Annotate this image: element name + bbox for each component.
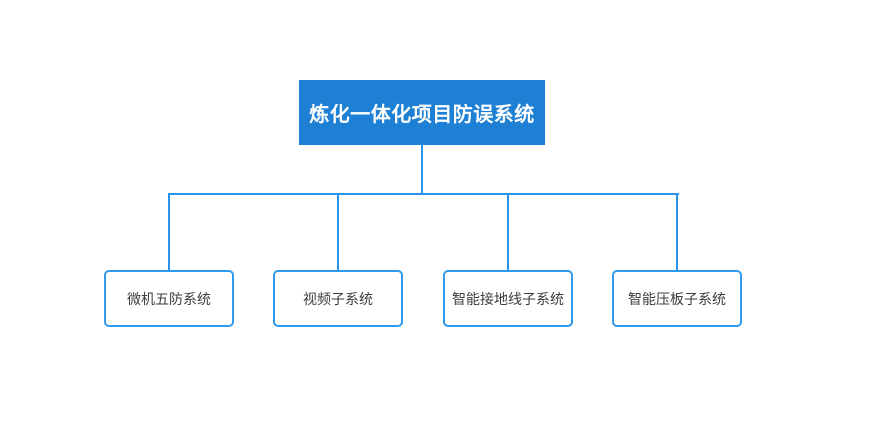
child-node-label: 视频子系统 [303, 290, 373, 307]
child-node-label: 智能压板子系统 [628, 290, 726, 307]
connector-drop-1 [168, 193, 170, 270]
connector-drop-2 [337, 193, 339, 270]
child-node-label: 智能接地线子系统 [452, 290, 564, 307]
child-node-grounding-line-subsystem: 智能接地线子系统 [443, 270, 573, 327]
root-node: 炼化一体化项目防误系统 [299, 80, 545, 145]
root-node-label: 炼化一体化项目防误系统 [309, 104, 535, 126]
child-node-label: 微机五防系统 [127, 290, 211, 307]
connector-stem [421, 145, 423, 194]
child-node-video-subsystem: 视频子系统 [273, 270, 403, 327]
child-node-pressure-plate-subsystem: 智能压板子系统 [612, 270, 742, 327]
child-node-five-prevention-system: 微机五防系统 [104, 270, 234, 327]
connector-drop-4 [676, 193, 678, 270]
connector-bus [168, 193, 679, 195]
connector-drop-3 [507, 193, 509, 270]
